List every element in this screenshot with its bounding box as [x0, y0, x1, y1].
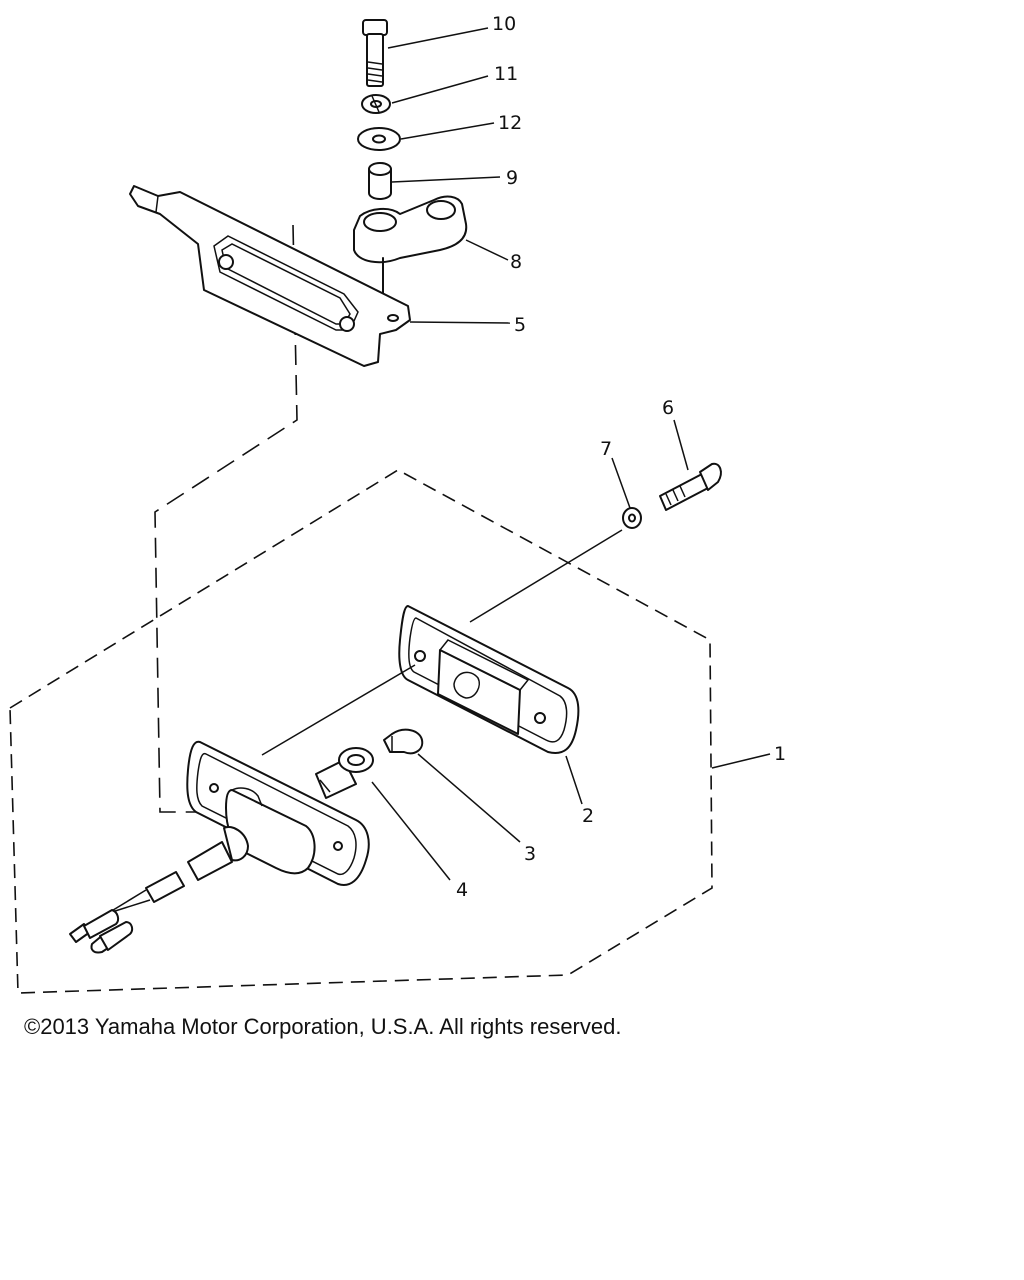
washer-part-7 [622, 507, 642, 529]
callout-leaders [371, 27, 771, 881]
leader-lens-to-base [261, 664, 416, 756]
spring-washer-part-11 [361, 94, 391, 114]
callout-1: 1 [774, 743, 786, 765]
copyright-notice: ©2013 Yamaha Motor Corporation, U.S.A. A… [24, 1014, 622, 1039]
washer-part-12 [357, 127, 401, 151]
collar-part-9 [368, 162, 392, 200]
callout-7: 7 [600, 438, 612, 460]
lens-part-2 [398, 605, 580, 754]
callout-8: 8 [510, 251, 522, 273]
callout-2: 2 [582, 805, 594, 827]
screw-part-6 [659, 462, 722, 511]
exploded-parts-diagram: 10 11 12 9 8 5 6 7 1 2 3 4 [9, 13, 786, 994]
bracket-part-5 [129, 185, 411, 367]
socket-part-4 [315, 747, 374, 799]
assembly-outline [9, 469, 713, 994]
bulb-part-3 [383, 728, 424, 755]
lamp-base [186, 740, 370, 886]
callout-3: 3 [524, 843, 536, 865]
bolt-part-10 [362, 19, 388, 87]
callout-4: 4 [456, 879, 468, 901]
callout-9: 9 [506, 167, 518, 189]
callout-labels: 10 11 12 9 8 5 6 7 1 2 3 4 [456, 13, 786, 901]
leader-7-to-lens [469, 529, 623, 623]
callout-11: 11 [494, 63, 518, 85]
bracket-alignment-line [154, 224, 298, 813]
callout-6: 6 [662, 397, 674, 419]
callout-12: 12 [498, 112, 522, 134]
wire-leads [69, 871, 185, 954]
callout-10: 10 [492, 13, 516, 35]
callout-5: 5 [514, 314, 526, 336]
